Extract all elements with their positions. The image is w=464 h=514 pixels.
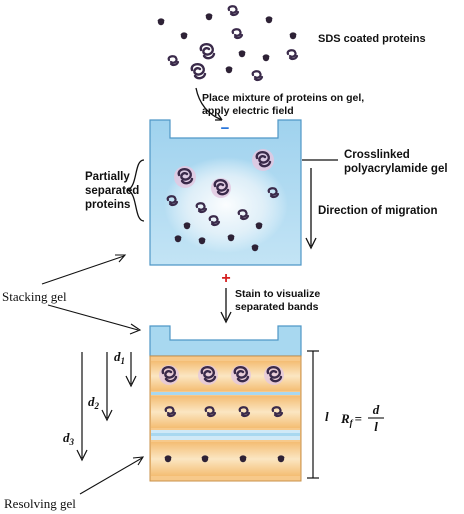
rf-label: Rf=	[340, 411, 362, 428]
protein	[286, 49, 299, 61]
rf-denominator: l	[374, 419, 378, 434]
d3-label: d3	[63, 430, 75, 447]
step1-label-line2: apply electric field	[202, 105, 294, 117]
band-1-proteins	[159, 365, 284, 385]
protein	[199, 42, 216, 60]
rf-numerator: d	[373, 402, 380, 417]
d2-label: d2	[88, 394, 100, 411]
partially-separated-line2: separated	[85, 185, 139, 197]
protein	[225, 66, 233, 74]
stacking-arrow-bottom	[47, 304, 139, 331]
partially-separated-line3: proteins	[85, 199, 130, 211]
crosslinked-line2: polyacrylamide gel	[344, 163, 448, 175]
distance-arrows	[76, 352, 137, 462]
free-proteins	[157, 5, 299, 82]
step2-label-line1: Stain to visualize	[235, 288, 320, 300]
resolving-arrow	[79, 457, 143, 495]
protein	[238, 50, 246, 58]
protein	[190, 62, 207, 80]
resolving-gel-label: Resolving gel	[4, 496, 76, 511]
sds-coated-proteins-label: SDS coated proteins	[318, 33, 426, 45]
brace	[126, 159, 145, 222]
protein	[180, 32, 188, 40]
protein	[265, 16, 273, 24]
crosslinked-line1: Crosslinked	[344, 149, 410, 161]
anode-plus-sign: +	[221, 270, 230, 287]
l-label: l	[325, 409, 329, 424]
step2-label-line2: separated bands	[235, 301, 319, 313]
partially-separated-line1: Partially	[85, 171, 130, 183]
length-bracket	[307, 350, 319, 479]
protein	[157, 18, 165, 26]
loading-arrow	[195, 87, 223, 121]
protein	[289, 32, 297, 40]
step1-label-line1: Place mixture of proteins on gel,	[202, 92, 364, 104]
gel-proteins	[166, 149, 280, 252]
cathode-minus-sign: −	[221, 120, 230, 137]
protein	[205, 13, 213, 21]
stacking-arrow-top	[41, 255, 125, 285]
direction-of-migration-label: Direction of migration	[318, 205, 437, 217]
protein	[251, 70, 264, 82]
protein	[227, 5, 240, 17]
protein	[167, 55, 180, 67]
protein	[231, 28, 244, 40]
d1-label: d1	[114, 349, 125, 366]
protein	[262, 54, 270, 62]
stacking-gel-label: Stacking gel	[2, 289, 67, 304]
